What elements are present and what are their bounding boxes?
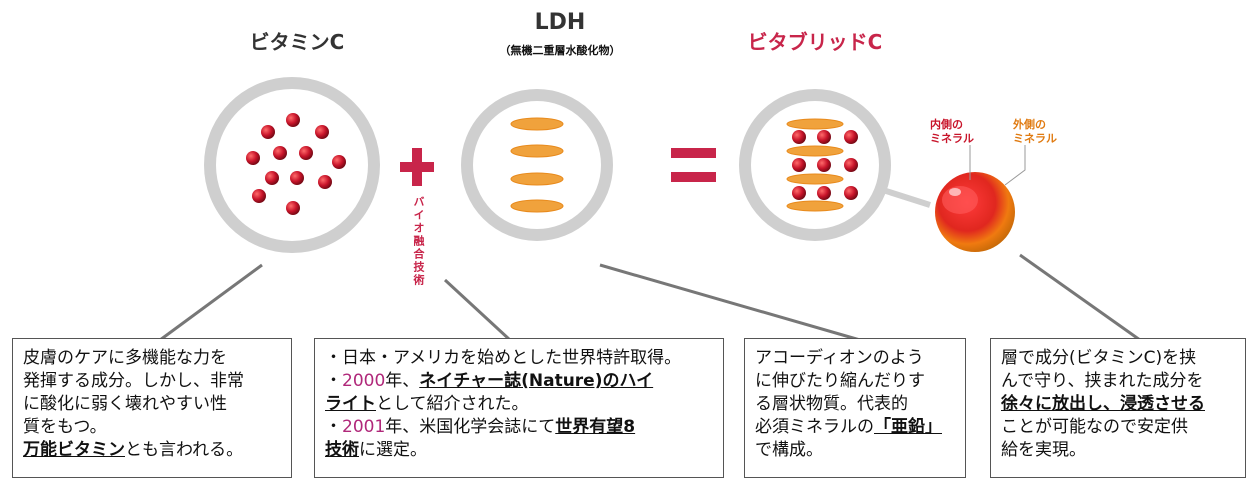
box-line: 発揮する成分。しかし、非常 <box>23 371 244 391</box>
vitamin-c-circle <box>204 77 380 253</box>
box-line: で構成。 <box>755 440 823 460</box>
box-line: アコーディオンのよう <box>755 348 924 368</box>
box-text: 年、米国化学会誌にて <box>385 417 556 437</box>
vitabrid-c-title: ビタブリッドC <box>747 30 883 54</box>
emphasis-text: 技術 <box>325 440 359 460</box>
emphasis-text: ネイチャー誌(Nature)のハイ <box>419 371 654 391</box>
ldh-circle <box>461 89 613 241</box>
box-text: 年、 <box>385 371 420 391</box>
box-line: 皮膚のケアに多機能な力を <box>23 348 227 368</box>
accordion-description-box: アコーディオンのよう に伸びたり縮んだりす る層状物質。代表的 必須ミネラルの「… <box>744 338 966 478</box>
equals-sign <box>671 148 716 182</box>
box-line: ・日本・アメリカを始めとした世界特許取得。 <box>325 348 682 368</box>
emphasis-text: 徐々に放出し、浸透させる <box>1001 394 1205 414</box>
box-line: ・2001年、米国化学会誌にて世界有望8 <box>325 416 713 439</box>
box-line: に伸びたり縮んだりす <box>755 371 925 391</box>
box-line: 層で成分(ビタミンC)を挟 <box>1001 348 1197 368</box>
box-line: んで守り、挟まれた成分を <box>1001 371 1204 391</box>
box-line: ライトとして紹介された。 <box>325 393 713 416</box>
box-text: に選定。 <box>359 440 427 460</box>
box-text: 必須ミネラルの <box>755 417 874 437</box>
plus-sign <box>400 148 434 186</box>
ldh-title: LDH <box>534 10 586 35</box>
box-line: ことが可能なので安定供 <box>1001 417 1188 437</box>
box-text: として紹介された。 <box>376 394 529 414</box>
box-line: ・2000年、ネイチャー誌(Nature)のハイ <box>325 370 713 393</box>
box-line: る層状物質。代表的 <box>755 394 908 414</box>
emphasis-text: ライト <box>325 394 376 414</box>
vitabrid-circle <box>739 89 891 241</box>
outer-mineral-label: 外側の ミネラル <box>1013 118 1057 145</box>
vitamin-c-description-box: 皮膚のケアに多機能な力を 発揮する成分。しかし、非常 に酸化に弱く壊れやすい性 … <box>12 338 292 478</box>
connector-line-vitamin-c <box>159 263 263 342</box>
vitabrid-description-box: 層で成分(ビタミンC)を挟 んで守り、挟まれた成分を 徐々に放出し、浸透させる … <box>990 338 1246 478</box>
year-text: 2001 <box>342 417 386 437</box>
connector-line-ldh-right <box>599 263 861 342</box>
bio-fusion-caption: バイオ融合技術 <box>412 196 425 287</box>
magnifier-line <box>882 187 931 208</box>
box-text: とも言われる。 <box>125 440 244 460</box>
emphasis-text: 万能ビタミン <box>23 440 125 460</box>
box-line: 質をもつ。 <box>23 417 107 437</box>
box-text: ・ <box>325 417 342 437</box>
box-line: 万能ビタミンとも言われる。 <box>23 439 281 462</box>
emphasis-text: 世界有望8 <box>555 417 636 437</box>
emphasis-text: 「亜鉛」 <box>874 417 942 437</box>
connector-line-vitabrid <box>1019 253 1141 342</box>
box-line: 給を実現。 <box>1001 440 1086 460</box>
vitamin-c-title: ビタミンC <box>249 30 345 54</box>
outer-label-pointer <box>1004 145 1026 186</box>
box-line: 技術に選定。 <box>325 439 713 462</box>
inner-mineral-label: 内側の ミネラル <box>930 118 974 145</box>
box-text: ・ <box>325 371 342 391</box>
box-line: 徐々に放出し、浸透させる <box>1001 393 1235 416</box>
box-line: に酸化に弱く壊れやすい性 <box>23 394 227 414</box>
ldh-subtitle: （無機二重層水酸化物） <box>499 44 621 57</box>
year-text: 2000 <box>342 371 386 391</box>
ldh-description-box: ・日本・アメリカを始めとした世界特許取得。 ・2000年、ネイチャー誌(Natu… <box>314 338 724 478</box>
connector-line-ldh-left <box>443 278 512 342</box>
box-line: 必須ミネラルの「亜鉛」 <box>755 416 955 439</box>
vitabrid-sphere <box>935 172 1015 252</box>
